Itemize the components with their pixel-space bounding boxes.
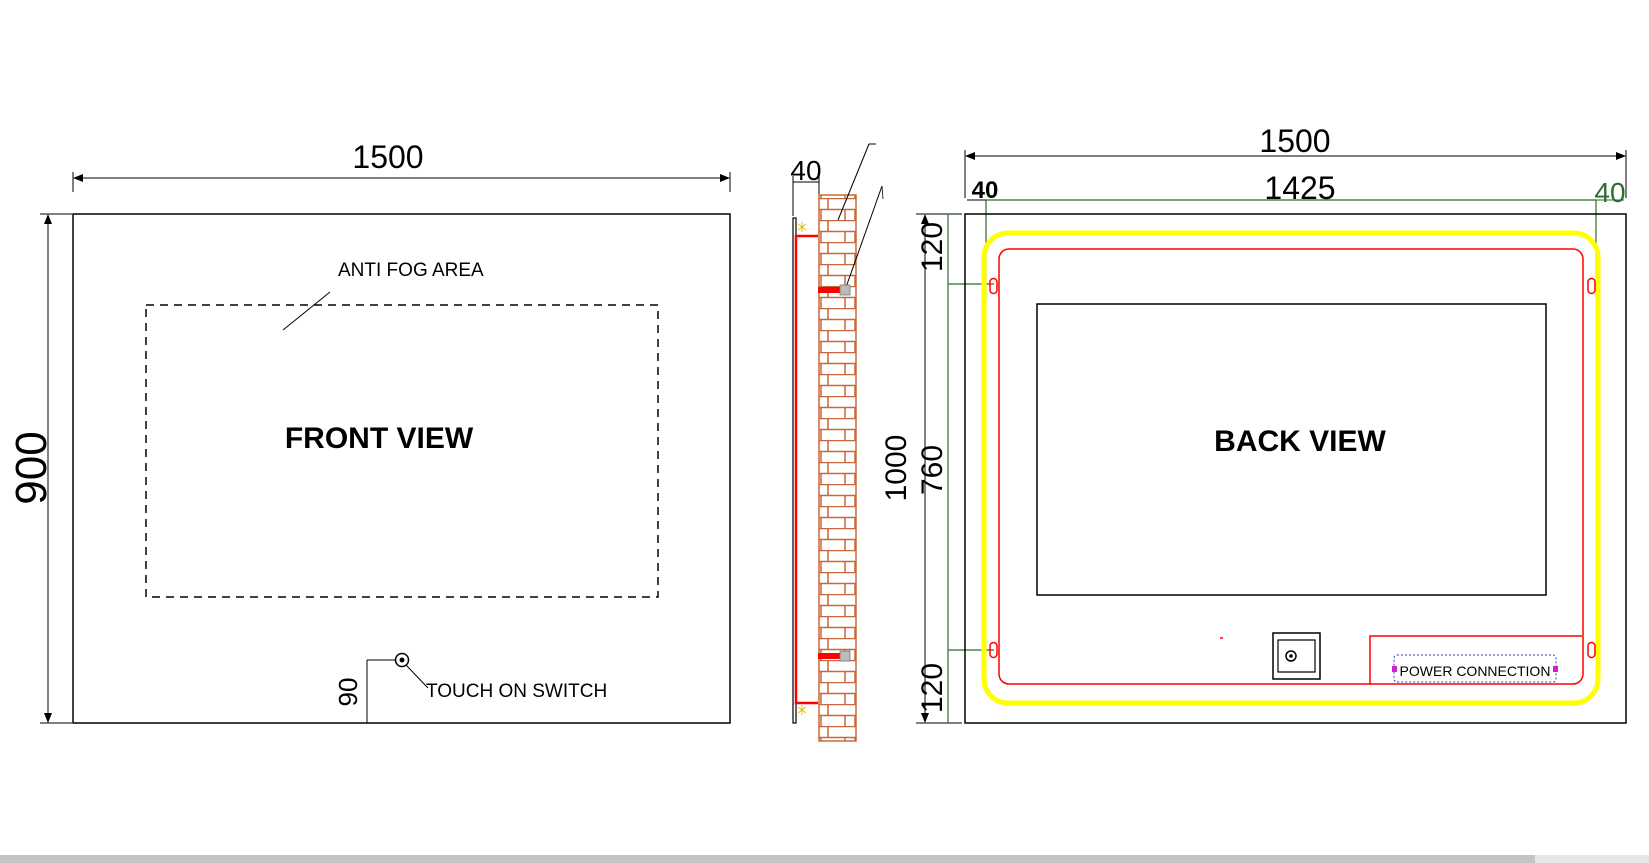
back-top-offset-label: 120 [916,222,949,272]
side-view: 40 [790,143,884,742]
back-right-margin-label: 40 [1594,177,1625,208]
back-bottom-offset-label: 120 [916,663,949,713]
led-strip [981,230,1601,706]
top-bracket [818,287,840,293]
back-frame [964,213,1627,724]
brick-wall [818,194,857,742]
front-width-label: 1500 [352,139,423,175]
switch-box-icon [1272,632,1321,680]
power-connection-box: POWER CONNECTION [1369,635,1582,684]
side-led-profile [794,234,818,705]
back-height-label: 1000 [880,435,913,502]
front-height-label: 900 [7,431,56,504]
front-width-dimension: 1500 [72,139,731,192]
back-view: 1500 1425 40 40 1000 760 120 120 [880,123,1627,724]
front-frame [72,213,731,724]
back-left-margin-label: 40 [972,177,999,204]
back-width-dimension: 1500 [964,123,1627,198]
led-glow-icon [797,222,807,715]
anti-fog-leader [282,291,331,331]
wiring-frame [998,248,1584,685]
back-inner-panel [1036,303,1547,596]
bracket-leader [844,185,883,291]
back-inner-width-label: 1425 [1264,170,1335,206]
side-depth-dimension: 40 [790,155,822,216]
horizontal-scrollbar[interactable] [0,855,1649,863]
hanger-keyhole-icon [989,277,1596,659]
back-inner-width-dimension: 1425 40 40 [967,170,1626,280]
anti-fog-label: ANTI FOG AREA [338,260,484,281]
bottom-bracket [818,653,840,659]
front-height-dimension: 900 [7,213,72,724]
anti-fog-area [145,304,659,598]
back-middle-label: 760 [916,445,949,495]
touch-switch-label: TOUCH ON SWITCH [426,681,607,702]
connector-icon [1392,666,1397,672]
front-view-title: FRONT VIEW [285,422,474,455]
switch-offset-label: 90 [333,678,363,707]
touch-switch [394,652,429,689]
front-view: 1500 900 ANTI FOG AREA FRONT VIEW TOUCH … [7,139,731,724]
switch-offset-dimension: 90 [333,659,396,723]
back-width-label: 1500 [1259,123,1330,159]
wall-leader [837,143,870,221]
back-height-dimensions: 1000 760 120 120 [880,213,994,724]
side-depth-label: 40 [790,155,821,186]
power-connection-label: POWER CONNECTION [1400,663,1551,679]
back-view-title: BACK VIEW [1214,425,1386,458]
horizontal-scrollbar-thumb[interactable] [0,855,1535,863]
